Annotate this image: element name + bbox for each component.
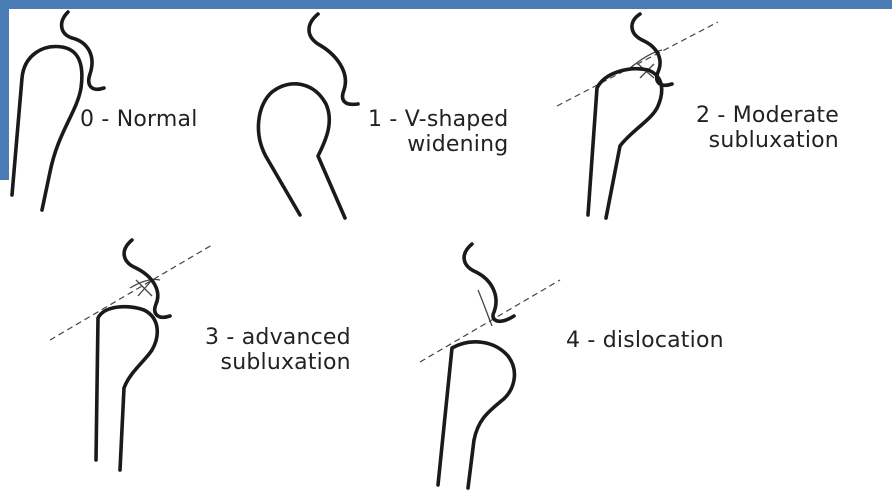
stage-0-label: 0 - Normal bbox=[80, 107, 198, 132]
stage-4-socket bbox=[464, 244, 514, 321]
stage-3-illustration bbox=[50, 240, 212, 470]
stage-1-label-line2: widening bbox=[368, 132, 508, 157]
stage-4-label: 4 - dislocation bbox=[566, 328, 724, 353]
stage-4-empty-glenoid bbox=[478, 290, 492, 326]
stage-2-label-line1: 2 - Moderate bbox=[696, 103, 839, 128]
stage-0-humerus bbox=[12, 47, 82, 210]
stage-2-reference-line bbox=[557, 22, 718, 106]
stage-3-reference-line bbox=[50, 245, 212, 340]
stage-1-label-line1: 1 - V-shaped bbox=[368, 107, 508, 132]
stage-3-label-line1: 3 - advanced bbox=[205, 325, 351, 350]
stage-1-humerus bbox=[258, 84, 345, 218]
stage-0-label-line1: 0 - Normal bbox=[80, 107, 198, 132]
stage-3-humerus bbox=[96, 307, 157, 470]
stage-2-label-line2: subluxation bbox=[696, 128, 839, 153]
stage-2-humerus bbox=[588, 69, 662, 218]
stage-4-humerus bbox=[438, 342, 514, 488]
stage-1-illustration bbox=[258, 14, 358, 218]
stage-1-label: 1 - V-shaped widening bbox=[368, 107, 508, 157]
stage-3-label-line2: subluxation bbox=[205, 350, 351, 375]
stage-2-label: 2 - Moderate subluxation bbox=[696, 103, 839, 153]
stage-2-illustration bbox=[557, 14, 718, 218]
stage-4-illustration bbox=[420, 244, 560, 488]
stage-3-label: 3 - advanced subluxation bbox=[205, 325, 351, 375]
stage-4-label-line1: 4 - dislocation bbox=[566, 328, 724, 353]
